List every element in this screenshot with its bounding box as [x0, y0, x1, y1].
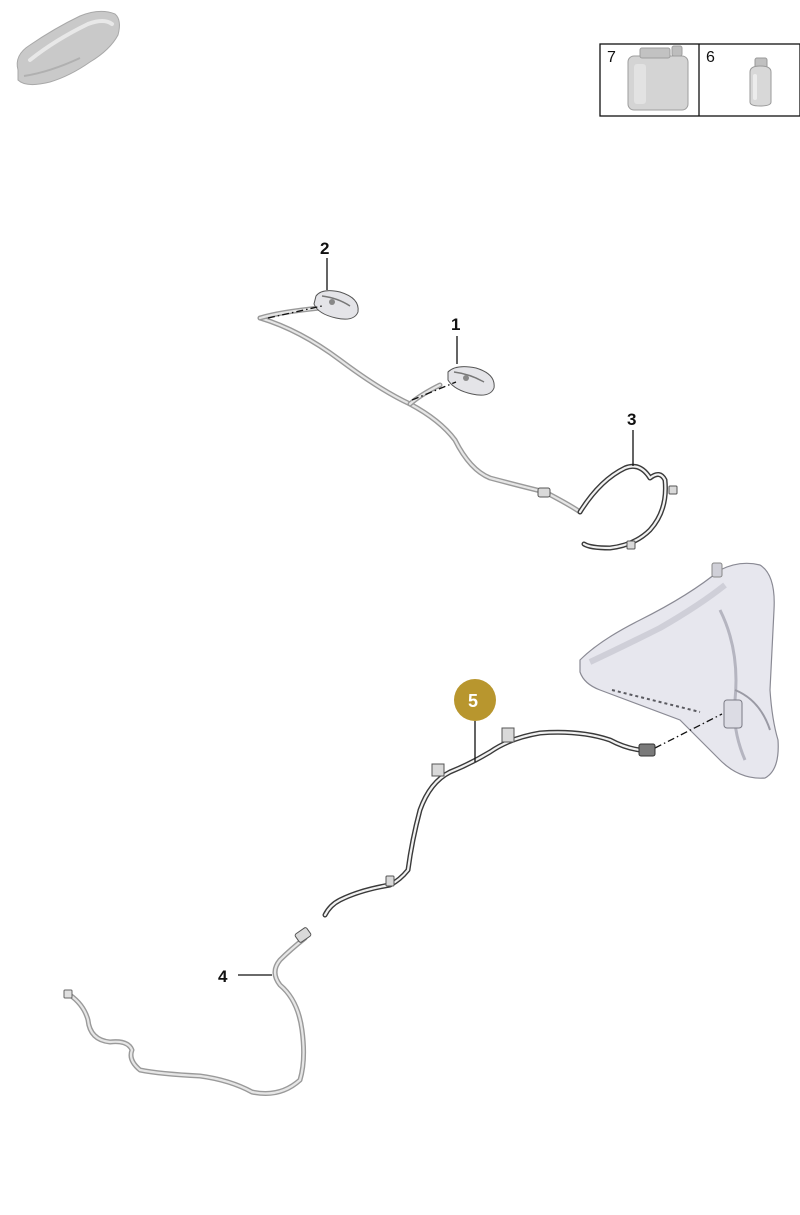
canister-icon[interactable]	[627, 45, 689, 111]
washer-nozzle-1[interactable]	[447, 366, 495, 396]
callout-5: 5	[468, 691, 478, 711]
washer-hose-3[interactable]	[537, 463, 678, 551]
washer-nozzle-2[interactable]	[313, 290, 359, 320]
hose-clip	[626, 540, 636, 550]
car-silhouette-icon	[16, 10, 120, 86]
hose-connector	[294, 927, 312, 943]
callout-4: 4	[218, 967, 228, 986]
hose-clip	[385, 875, 395, 887]
washer-reservoir-icon[interactable]	[579, 562, 779, 779]
callout-3: 3	[627, 410, 636, 429]
bottle-icon[interactable]	[749, 57, 772, 107]
washer-hose-4[interactable]	[63, 927, 312, 1096]
hose-clip	[431, 763, 445, 777]
callout-1: 1	[451, 315, 460, 334]
washer-hose-5[interactable]	[322, 727, 656, 918]
callout-5-badge[interactable]: 5	[454, 679, 496, 721]
hose-clip	[501, 727, 515, 743]
hose-connector	[537, 487, 551, 498]
hose-clip	[668, 485, 678, 495]
hose-connector	[638, 743, 656, 757]
callout-2: 2	[320, 239, 329, 258]
legend-label-6: 6	[706, 49, 715, 66]
washer-hose-upper[interactable]	[257, 305, 583, 515]
legend-label-7: 7	[607, 49, 616, 66]
legend-box: 7 6	[599, 43, 800, 117]
hose-end	[63, 989, 73, 999]
